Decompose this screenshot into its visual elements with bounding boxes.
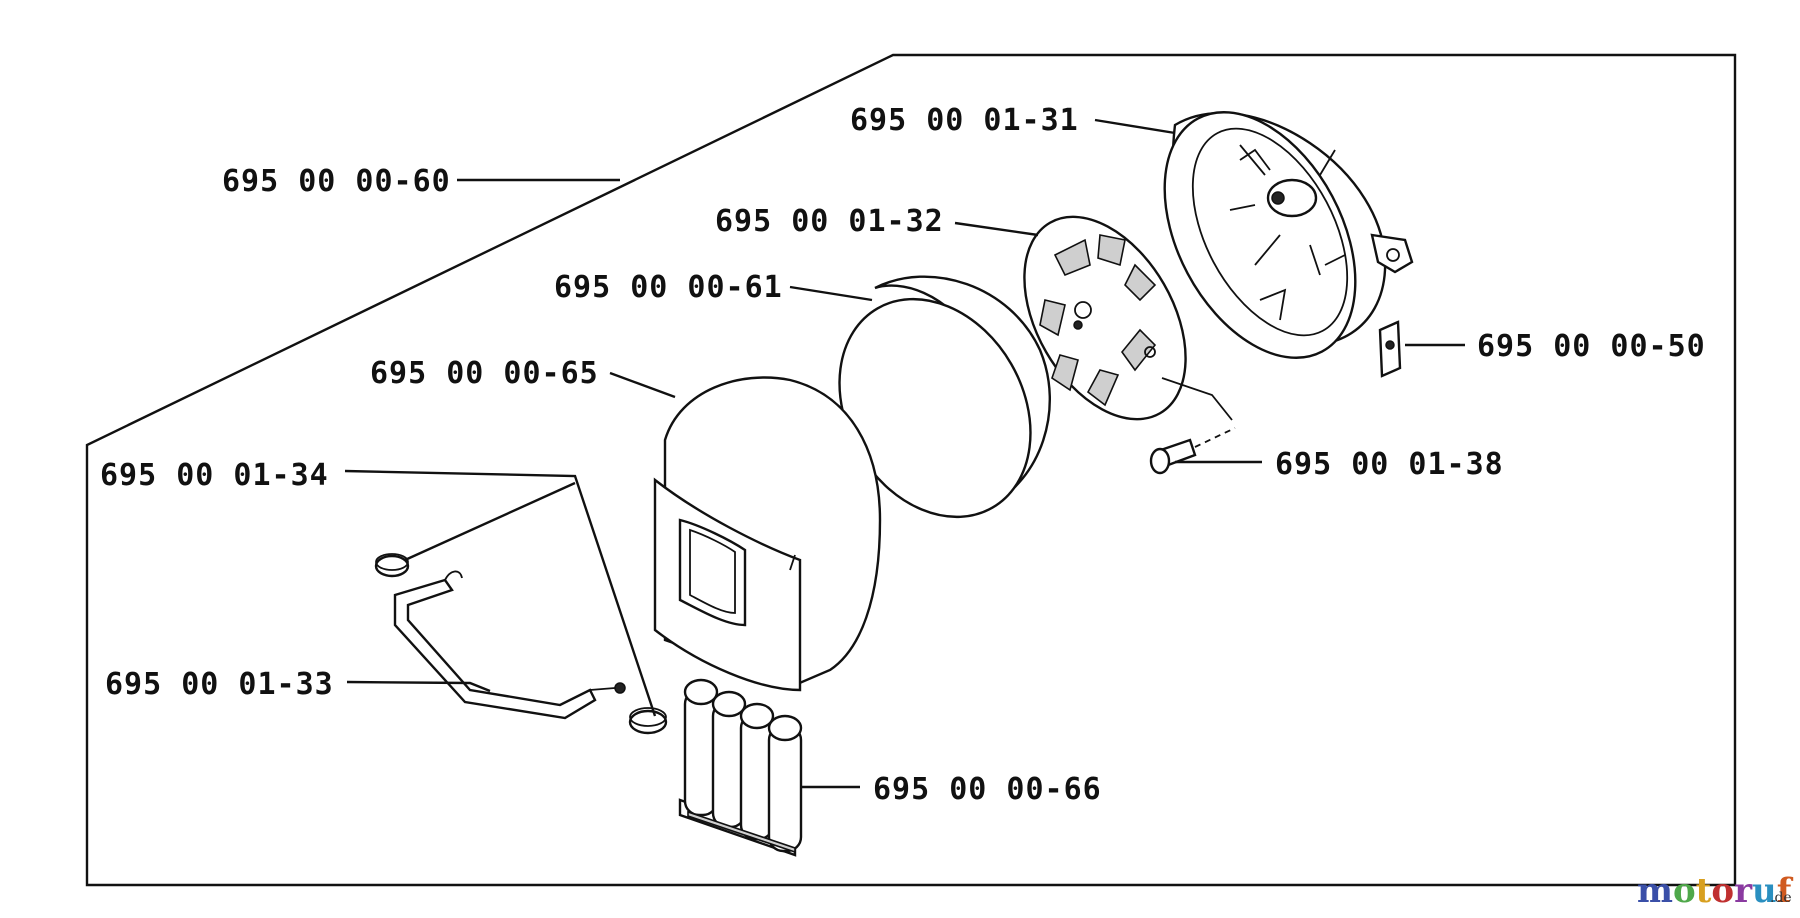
watermark-text: motoruf (1637, 871, 1794, 911)
filter-housing (1163, 111, 1414, 359)
part-label-01-34: 695 00 01-34 (100, 458, 329, 493)
watermark-letter: t (1696, 871, 1712, 911)
watermark-suffix: .de (1770, 890, 1792, 906)
bracket (393, 570, 626, 720)
part-label-00-50: 695 00 00-50 (1477, 329, 1706, 364)
watermark-letter: u (1752, 871, 1777, 911)
clamps (374, 553, 668, 735)
watermark-letter: r (1734, 871, 1753, 911)
part-label-00-66: 695 00 00-66 (873, 772, 1102, 807)
watermark-letter: o (1711, 871, 1734, 911)
gasket (1378, 320, 1402, 378)
watermark-letter: o (1673, 871, 1696, 911)
part-label-00-60: 695 00 00-60 (222, 164, 451, 199)
part-label-01-32: 695 00 01-32 (715, 204, 944, 239)
watermark-logo: motoruf .de (1637, 871, 1794, 911)
support-plate (1023, 215, 1187, 421)
part-label-01-31: 695 00 01-31 (850, 103, 1079, 138)
filter-element (838, 275, 1051, 519)
kit-outline (85, 53, 1737, 887)
filter-cover (653, 376, 882, 692)
part-label-00-65: 695 00 00-65 (370, 356, 599, 391)
watermark-letter: f (1777, 871, 1794, 911)
part-label-01-33: 695 00 01-33 (105, 667, 334, 702)
part-label-00-61: 695 00 00-61 (554, 270, 783, 305)
part-label-01-38: 695 00 01-38 (1275, 447, 1504, 482)
screw (1149, 427, 1236, 475)
watermark-letter: m (1637, 871, 1673, 911)
leader-lines (344, 118, 1465, 789)
battery-pack (678, 678, 803, 857)
